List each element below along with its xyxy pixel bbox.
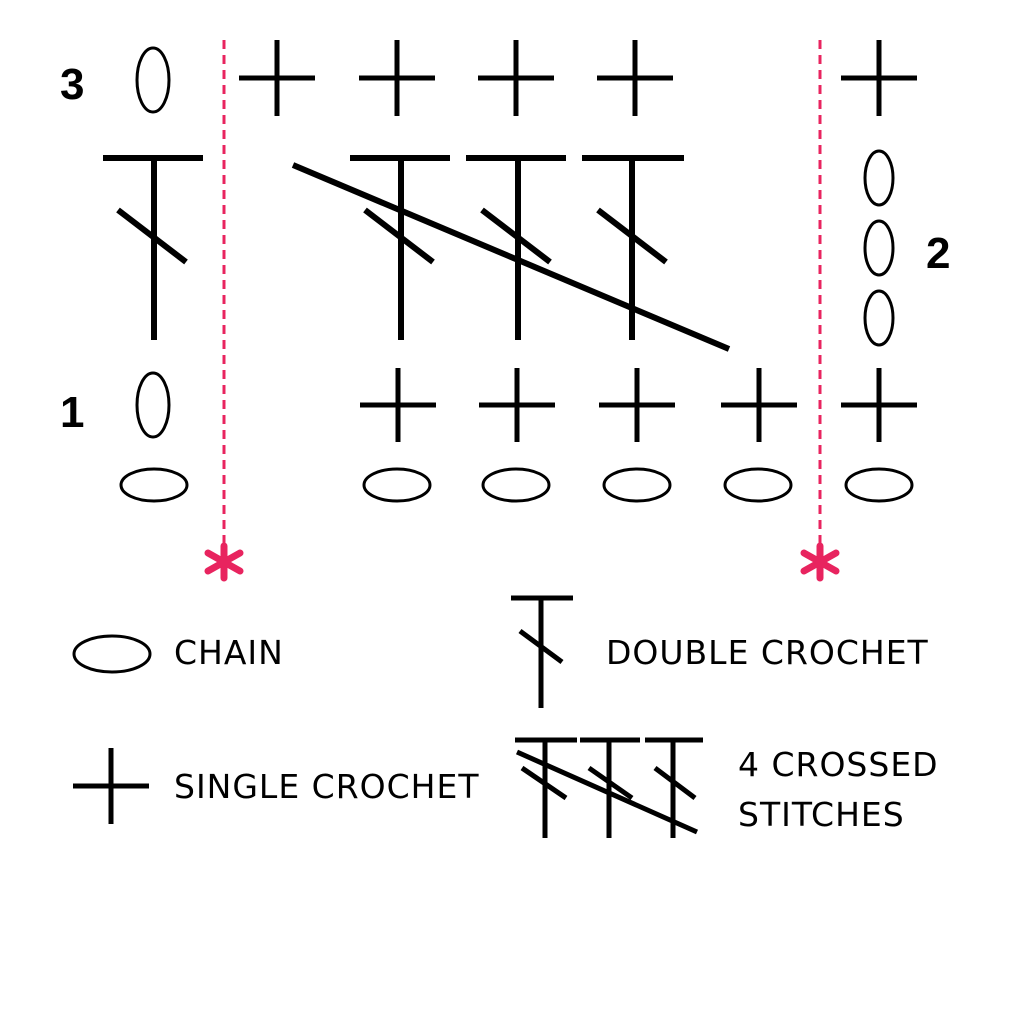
legend-item-crossed-stitches: 4 CROSSED STITCHES bbox=[515, 737, 939, 838]
chain-stitch bbox=[844, 467, 914, 503]
double-crochet bbox=[466, 155, 566, 340]
turning-chain bbox=[863, 149, 895, 347]
legend-item-double-crochet: DOUBLE CROCHET bbox=[511, 595, 929, 708]
asterisk-icon bbox=[800, 542, 840, 582]
single-crochet bbox=[479, 368, 555, 442]
legend-label-crossed-line1: 4 CROSSED bbox=[738, 745, 939, 784]
double-crochet bbox=[103, 155, 203, 340]
chain-stitch bbox=[602, 467, 672, 503]
single-crochet bbox=[599, 368, 675, 442]
single-crochet bbox=[597, 40, 673, 116]
double-crochet bbox=[582, 155, 684, 340]
turning-chain-stitch bbox=[135, 46, 171, 114]
turning-chain-stitch bbox=[135, 371, 171, 439]
row-3 bbox=[103, 40, 917, 340]
single-crochet bbox=[239, 40, 315, 116]
legend-label-single-crochet: SINGLE CROCHET bbox=[174, 767, 479, 806]
chain-stitch bbox=[119, 467, 189, 503]
chain-icon bbox=[72, 634, 152, 674]
foundation-chain-row bbox=[119, 467, 914, 503]
crossed-double-crochet bbox=[291, 162, 731, 352]
chain-stitch bbox=[481, 467, 551, 503]
row-1 bbox=[135, 368, 917, 442]
repeat-markers bbox=[204, 40, 840, 582]
single-crochet bbox=[841, 368, 917, 442]
double-crochet bbox=[350, 155, 450, 340]
single-crochet bbox=[841, 40, 917, 116]
legend-label-crossed-line2: STITCHES bbox=[738, 795, 905, 834]
crossed-stitches-icon bbox=[515, 737, 703, 838]
single-crochet bbox=[360, 368, 436, 442]
legend-item-chain: CHAIN bbox=[72, 633, 284, 674]
single-crochet bbox=[478, 40, 554, 116]
row-number-3: 3 bbox=[60, 60, 84, 109]
legend-label-double-crochet: DOUBLE CROCHET bbox=[606, 633, 929, 672]
legend: CHAIN DOUBLE CROCHET SINGLE CROCHET bbox=[72, 595, 939, 838]
row-2 bbox=[291, 149, 895, 352]
row-number-1: 1 bbox=[60, 388, 84, 437]
legend-label-chain: CHAIN bbox=[174, 633, 284, 672]
double-crochet-icon bbox=[511, 595, 573, 708]
chain-stitch bbox=[723, 467, 793, 503]
single-crochet-icon bbox=[73, 748, 149, 824]
single-crochet bbox=[359, 40, 435, 116]
chain-stitch bbox=[362, 467, 432, 503]
asterisk-icon bbox=[204, 542, 244, 582]
single-crochet bbox=[721, 368, 797, 442]
row-number-2: 2 bbox=[926, 229, 950, 278]
legend-item-single-crochet: SINGLE CROCHET bbox=[73, 748, 479, 824]
